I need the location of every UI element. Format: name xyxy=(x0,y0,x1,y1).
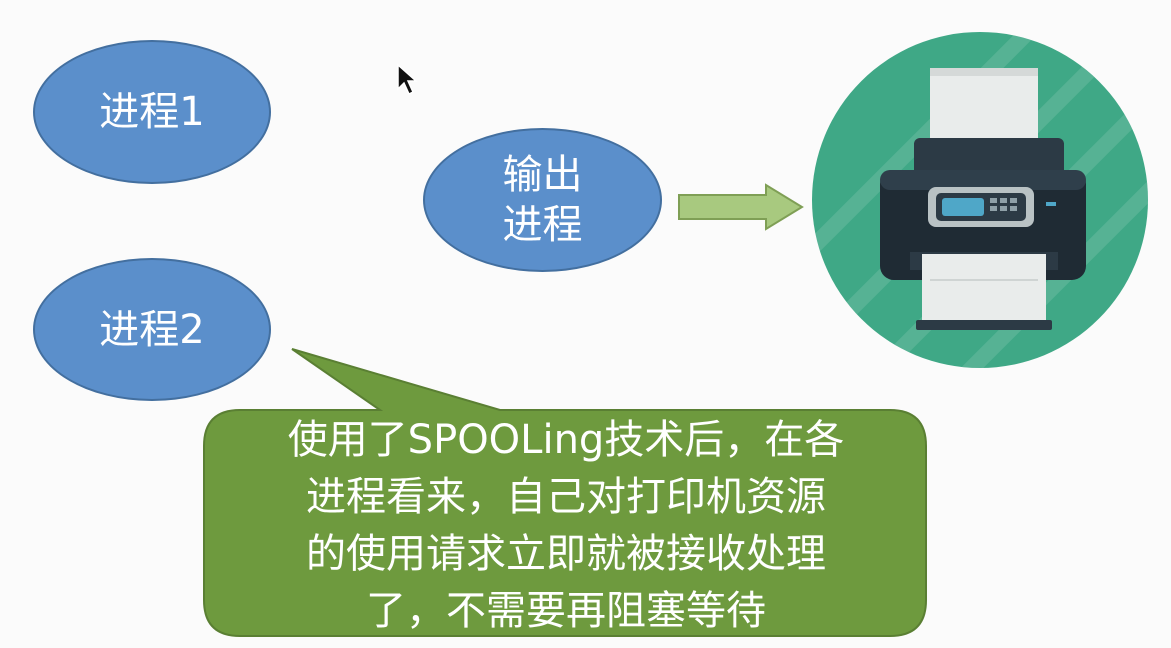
printer-icon xyxy=(812,32,1148,368)
process-1-node: 进程1 xyxy=(33,40,271,184)
callout-line-2: 进程看来，自己对打印机资源 xyxy=(306,474,826,520)
output-process-node: 输出 进程 xyxy=(423,128,662,272)
process-2-label: 进程2 xyxy=(99,306,205,353)
output-process-label-line2: 进程 xyxy=(502,202,583,248)
process-1-label: 进程1 xyxy=(99,89,205,135)
mouse-cursor-icon xyxy=(397,63,418,96)
callout-line-4: 了，不需要再阻塞等待 xyxy=(366,588,766,634)
callout-text: 使用了SPOOLing技术后，在各 进程看来，自己对打印机资源 的使用请求立即就… xyxy=(205,410,927,635)
callout-line-1: 使用了SPOOLing技术后，在各 xyxy=(287,417,845,463)
callout-line-3: 的使用请求立即就被接收处理 xyxy=(306,531,826,577)
output-process-label-line1: 输出 xyxy=(502,152,583,198)
process-2-node: 进程2 xyxy=(33,258,271,401)
right-arrow-icon xyxy=(678,183,804,231)
